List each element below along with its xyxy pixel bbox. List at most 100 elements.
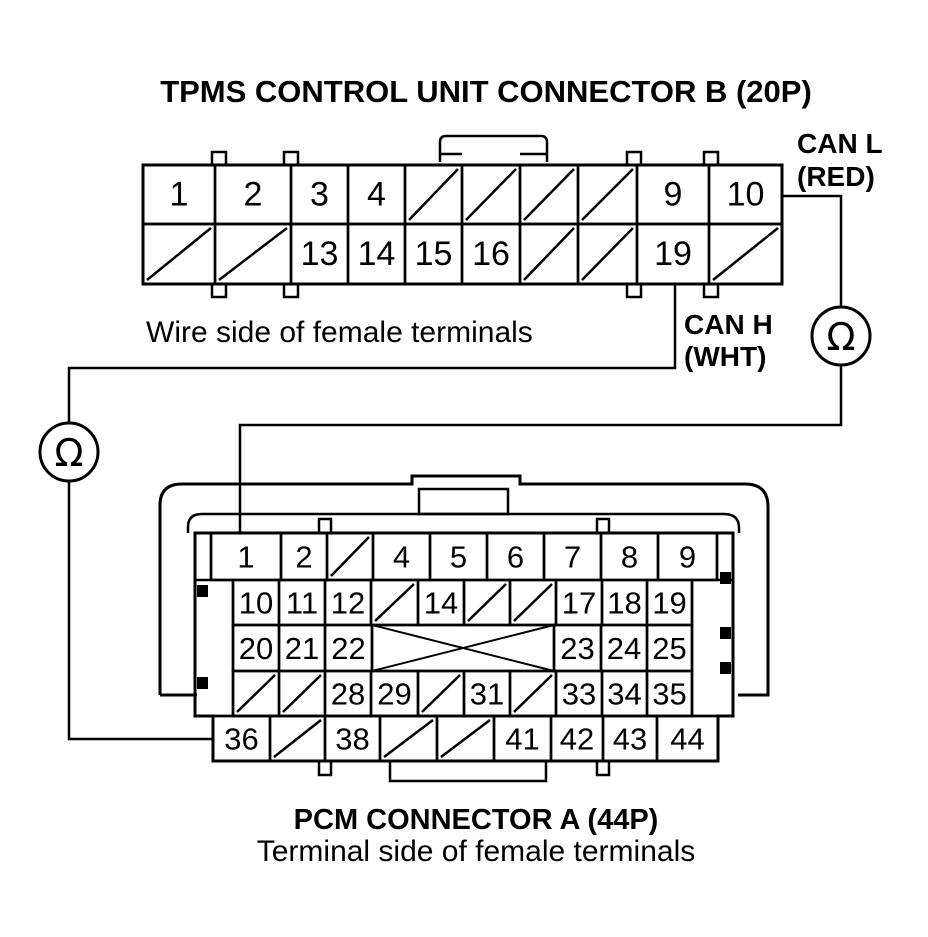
terminal-number: 43 xyxy=(613,722,647,757)
terminal-number: 11 xyxy=(286,586,318,621)
can-l-color-label: (RED) xyxy=(797,161,875,192)
terminal-number: 8 xyxy=(621,540,638,575)
connector-a-subtitle: Terminal side of female terminals xyxy=(257,835,696,868)
terminal-number: 12 xyxy=(331,586,365,621)
connector-a-row5-cell: 42 xyxy=(549,714,605,763)
ohmmeter-can-l-circle xyxy=(810,305,872,367)
terminal-number: 5 xyxy=(450,540,467,575)
connector-a-row4-cell xyxy=(508,669,558,718)
connector-b-row2-cell: 14 xyxy=(346,222,407,286)
terminal-number: 36 xyxy=(224,722,258,757)
terminal-number: 14 xyxy=(424,586,458,621)
terminal-number: 10 xyxy=(727,176,765,214)
connector-a-row4-cell: 31 xyxy=(462,669,512,718)
connector-a-row5-cell: 43 xyxy=(601,714,659,763)
connector-a-row2-cell xyxy=(369,578,420,627)
connector-a-row3-cell: 22 xyxy=(323,623,374,673)
terminal-number: 20 xyxy=(239,631,273,666)
unused-terminal-slash xyxy=(513,583,553,622)
terminal-number: 38 xyxy=(335,722,369,757)
terminal-number: 4 xyxy=(393,540,410,575)
connector-b-row2-cell xyxy=(141,222,217,286)
ohm-icon: Ω xyxy=(54,431,83,475)
connector-b-row1-cell: 3 xyxy=(289,163,350,226)
terminal-number: 29 xyxy=(377,677,411,712)
terminal-number: 31 xyxy=(470,677,504,712)
terminal-number: 13 xyxy=(301,235,339,273)
can-h-wire-return xyxy=(67,482,213,741)
terminal-number: 35 xyxy=(652,677,686,712)
unused-terminal-slash xyxy=(523,168,575,221)
unused-terminal-slash xyxy=(383,719,434,758)
connector-a-row3-cell: 24 xyxy=(599,623,649,673)
connector-a-row5-cell xyxy=(378,714,439,763)
connector-a-row2-cell: 18 xyxy=(600,578,649,627)
can-l-label: CAN L xyxy=(797,128,883,159)
connector-b-row1-cell: 4 xyxy=(346,163,407,226)
connector-a-row1-cell: 7 xyxy=(542,531,603,582)
connector-a-row1-cell: 8 xyxy=(599,531,660,582)
ohmmeter-can-h-circle xyxy=(38,421,100,483)
unused-terminal-slash xyxy=(467,583,507,622)
connector-b-subtitle: Wire side of female terminals xyxy=(146,316,533,349)
connector-b-row1-cell xyxy=(403,163,464,226)
terminal-number: 4 xyxy=(367,176,386,214)
connector-a-row1-cell: 6 xyxy=(485,531,546,582)
unused-terminal-slash xyxy=(330,536,370,577)
connector-b-row2-cell: 15 xyxy=(403,222,464,286)
connector-a-row5-cell: 41 xyxy=(492,714,553,763)
terminal-number: 9 xyxy=(679,540,696,575)
connector-a-row5-cell: 38 xyxy=(323,714,382,763)
connector-b-title: TPMS CONTROL UNIT CONNECTOR B (20P) xyxy=(160,74,812,109)
terminal-number: 18 xyxy=(607,586,641,621)
unused-terminal-slash xyxy=(236,674,276,713)
unused-terminal-slash xyxy=(374,583,415,622)
terminal-number: 28 xyxy=(331,677,365,712)
connector-b-row1-cell: 9 xyxy=(635,163,711,226)
terminal-number: 19 xyxy=(652,586,686,621)
connector-a-row2-cell: 17 xyxy=(554,578,604,627)
ohm-icon: Ω xyxy=(826,315,855,359)
connector-b-row1-cell xyxy=(576,163,639,226)
connector-a-row3-cell: 23 xyxy=(552,623,603,673)
unused-terminal-slash xyxy=(581,168,634,221)
wires xyxy=(67,194,843,741)
connector-a-row2-cell: 12 xyxy=(323,578,373,627)
terminal-number: 15 xyxy=(415,235,453,273)
connector-a-row5-cell xyxy=(435,714,496,763)
ohmmeter-can-h: Ω xyxy=(38,421,100,483)
terminal-number: 33 xyxy=(562,677,596,712)
connector-b-row2-cell xyxy=(707,222,784,286)
can-h-color-label: (WHT) xyxy=(684,341,766,372)
terminal-number: 44 xyxy=(670,722,704,757)
connector-a-row5-cell xyxy=(268,714,327,763)
unused-terminal-slash xyxy=(218,227,288,281)
ohmmeter-can-l: Ω xyxy=(810,305,872,367)
connector-a-row1-cell: 2 xyxy=(279,531,329,582)
connector-a-row1-cell: 1 xyxy=(209,531,283,582)
unused-terminal-slash xyxy=(408,168,459,221)
can-h-label: CAN H xyxy=(684,309,773,340)
terminal-number: 17 xyxy=(562,586,596,621)
connector-a-row4-cell: 33 xyxy=(554,669,604,718)
terminal-number: 19 xyxy=(654,235,692,273)
connector-a-row2-cell xyxy=(508,578,558,627)
connector-a-row2-cell xyxy=(462,578,512,627)
connector-a-row4-cell: 28 xyxy=(323,669,373,718)
unused-terminal-slash xyxy=(465,168,517,221)
connector-a-row2-cell: 19 xyxy=(645,578,694,627)
unused-terminal-slash xyxy=(146,227,212,281)
terminal-number: 25 xyxy=(652,631,686,666)
terminal-number: 23 xyxy=(560,631,594,666)
terminal-number: 10 xyxy=(239,586,273,621)
connector-b-row2-cell xyxy=(576,222,639,286)
unused-terminal-slash xyxy=(440,719,491,758)
connector-a-row1-cell: 9 xyxy=(656,531,719,582)
can-h-wire xyxy=(67,284,677,422)
unused-terminal-slash xyxy=(273,719,322,758)
terminal-number: 24 xyxy=(607,631,641,666)
connector-b-row1-cell: 2 xyxy=(213,163,293,226)
